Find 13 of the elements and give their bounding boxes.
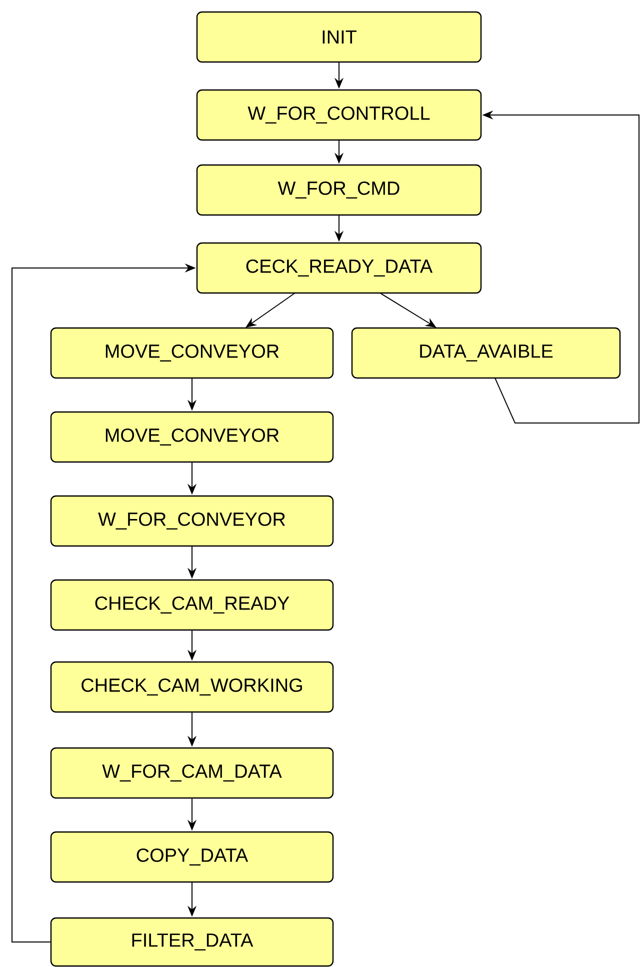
state-box: COPY_DATA bbox=[50, 831, 334, 883]
state-box: INIT bbox=[196, 11, 482, 63]
state-box: W_FOR_CMD bbox=[196, 164, 482, 216]
state-box: W_FOR_CONTROLL bbox=[196, 89, 482, 141]
state-box: CECK_READY_DATA bbox=[196, 242, 482, 294]
state-box: W_FOR_CONVEYOR bbox=[50, 495, 334, 547]
state-box: DATA_AVAIBLE bbox=[351, 327, 621, 379]
state-box: CHECK_CAM_READY bbox=[50, 579, 334, 631]
state-box: CHECK_CAM_WORKING bbox=[50, 661, 334, 713]
state-box: MOVE_CONVEYOR bbox=[50, 327, 334, 379]
state-box: W_FOR_CAM_DATA bbox=[50, 747, 334, 799]
state-box: MOVE_CONVEYOR bbox=[50, 411, 334, 463]
state-box: FILTER_DATA bbox=[50, 917, 334, 967]
